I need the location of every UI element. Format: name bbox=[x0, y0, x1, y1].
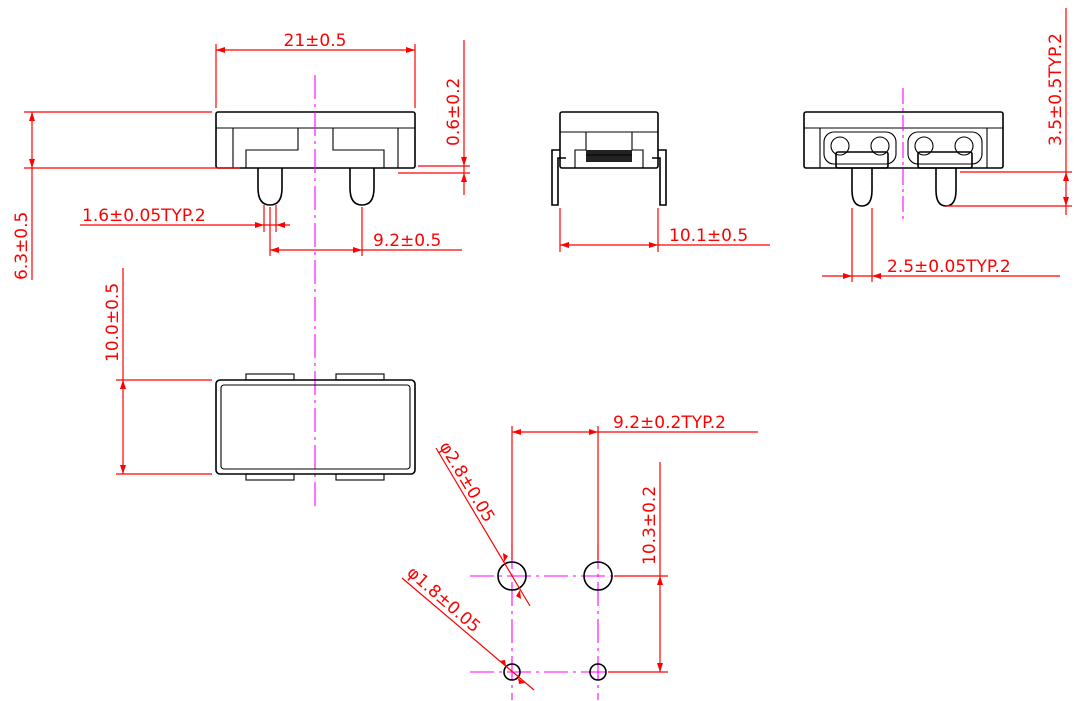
dim-largehole-leader bbox=[435, 447, 531, 607]
end-socket-right-block bbox=[917, 151, 973, 169]
hole-pattern bbox=[470, 545, 635, 700]
hole-dimensions: 9.2±0.2TYP.2 10.3±0.2 φ2.8±0.05 φ1.8±0.0… bbox=[401, 413, 758, 691]
dim-height-label: 6.3±0.5 bbox=[12, 212, 32, 280]
side-lead-right bbox=[652, 149, 667, 206]
end-body-outline bbox=[803, 111, 1004, 169]
dim-pitch-arrow-right bbox=[353, 247, 362, 253]
dim-holey-arrow-top bbox=[657, 576, 663, 585]
side-lead-left bbox=[551, 149, 566, 206]
dim-topdepth-arrow-top bbox=[120, 380, 126, 389]
dim-pinwidth-label: 1.6±0.05TYP.2 bbox=[82, 206, 206, 226]
top-body-outline bbox=[215, 379, 416, 475]
dim-smallhole-arrow-b bbox=[518, 678, 525, 684]
dim-width-label: 21±0.5 bbox=[284, 31, 347, 51]
dim-depth-arrow-left bbox=[560, 242, 569, 248]
dim-smallhole-label: φ1.8±0.05 bbox=[403, 563, 484, 637]
large-hole-right bbox=[583, 561, 613, 591]
end-socket-left-hole-a bbox=[830, 136, 850, 156]
dim-pinwidth-arrow-right bbox=[276, 222, 285, 228]
dim-pinlen-arrow-top bbox=[1063, 172, 1069, 181]
dim-largehole-label: φ2.8±0.05 bbox=[435, 438, 499, 526]
dim-pitch-label: 9.2±0.5 bbox=[373, 231, 441, 251]
end-socket-right-hole-a bbox=[914, 136, 934, 156]
top-pin-tab-bl bbox=[245, 473, 295, 481]
side-view bbox=[551, 111, 667, 206]
dim-pinwidth-arrow-left bbox=[255, 222, 264, 228]
small-hole-left bbox=[503, 663, 521, 681]
front-pin-left bbox=[257, 168, 283, 206]
dim-width-arrow-left bbox=[216, 47, 225, 53]
dim-pinlen-label: 3.5±0.5TYP.2 bbox=[1046, 33, 1066, 146]
end-socket-left bbox=[823, 131, 897, 165]
small-hole-right bbox=[589, 663, 607, 681]
side-dimensions: 10.1±0.5 bbox=[559, 208, 770, 252]
dim-width-arrow-right bbox=[406, 47, 415, 53]
end-view bbox=[803, 88, 1004, 222]
front-view bbox=[215, 75, 416, 510]
end-pin-left bbox=[851, 168, 873, 207]
dim-depth-label: 10.1±0.5 bbox=[669, 226, 748, 246]
front-pin-right bbox=[349, 168, 375, 206]
dim-thickness-label: 0.6±0.2 bbox=[444, 78, 464, 146]
end-socket-left-block bbox=[835, 151, 889, 169]
dim-endpin-label: 2.5±0.05TYP.2 bbox=[887, 257, 1011, 277]
top-pin-tab-tr bbox=[335, 373, 385, 381]
dim-largehole-arrow-a bbox=[503, 553, 508, 562]
end-dimensions: 3.5±0.5TYP.2 2.5±0.05TYP.2 bbox=[822, 8, 1072, 282]
dim-topdepth-arrow-bottom bbox=[120, 465, 126, 474]
dim-holex-arrow-right bbox=[589, 429, 598, 435]
dim-endpin-arrow-right bbox=[872, 273, 881, 279]
dim-depth-arrow-right bbox=[649, 242, 658, 248]
dim-smallhole-leader bbox=[401, 577, 535, 691]
top-dimensions: 10.0±0.5 bbox=[103, 268, 212, 475]
side-body-outline bbox=[559, 111, 659, 169]
dim-thickness-arrow-top bbox=[461, 157, 467, 166]
side-inner-left bbox=[574, 132, 587, 168]
dim-pitch-arrow-left bbox=[270, 247, 279, 253]
front-dimensions: 21±0.5 6.3±0.5 0.6±0.2 1.6±0.05TYP.2 9.2… bbox=[12, 31, 470, 280]
dim-holex-arrow-left bbox=[512, 429, 521, 435]
top-pin-tab-tl bbox=[245, 373, 295, 381]
dim-thickness-arrow-bottom bbox=[461, 173, 467, 182]
dim-smallhole-arrow-a bbox=[499, 660, 506, 666]
end-pin-right bbox=[935, 168, 957, 207]
end-socket-right-hole-b bbox=[954, 136, 974, 156]
dim-endpin-arrow-left bbox=[843, 273, 852, 279]
dim-topdepth-label: 10.0±0.5 bbox=[103, 283, 123, 362]
side-inner-right bbox=[631, 132, 644, 168]
top-body-inner bbox=[220, 384, 411, 470]
dim-largehole-arrow-b bbox=[516, 590, 521, 599]
side-center-block bbox=[586, 150, 632, 162]
dim-holey-arrow-bottom bbox=[657, 663, 663, 672]
dim-pinlen-arrow-bottom bbox=[1063, 197, 1069, 206]
dim-holex-label: 9.2±0.2TYP.2 bbox=[613, 413, 726, 433]
top-pin-tab-br bbox=[335, 473, 385, 481]
end-socket-right bbox=[907, 131, 983, 165]
end-socket-left-hole-b bbox=[870, 136, 890, 156]
dim-height-arrow-top bbox=[29, 112, 35, 121]
top-view bbox=[215, 373, 416, 481]
dim-height-arrow-bottom bbox=[29, 159, 35, 168]
dim-holey-label: 10.3±0.2 bbox=[640, 486, 660, 565]
large-hole-left bbox=[497, 561, 527, 591]
